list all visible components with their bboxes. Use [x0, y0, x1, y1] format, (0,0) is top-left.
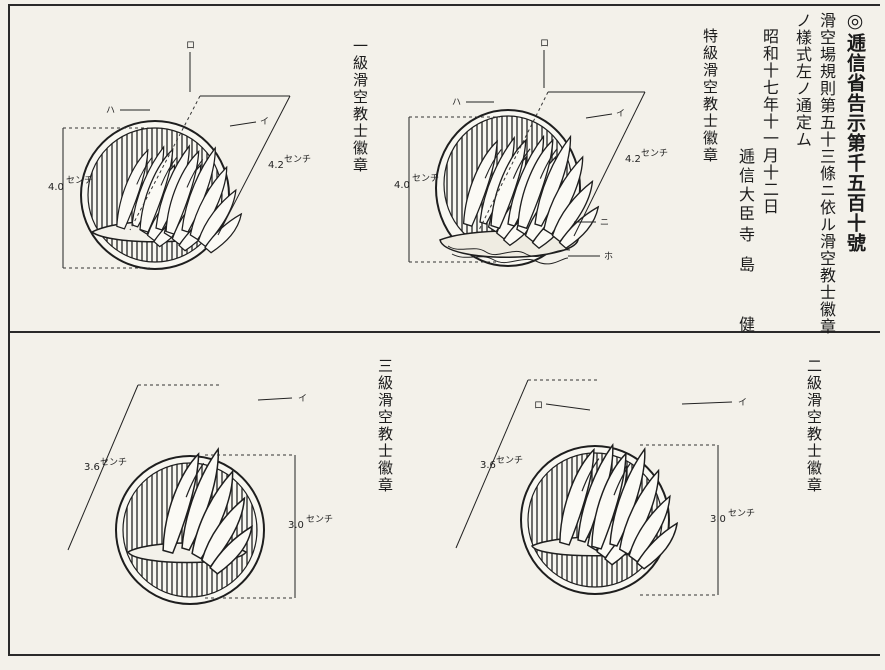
second-grade-badge	[520, 436, 696, 595]
special-width-unit: センチ	[641, 148, 668, 159]
top-border	[8, 4, 880, 6]
middle-divider	[8, 331, 880, 333]
second-width-dim: 3.6	[480, 460, 496, 471]
special-mark-ho: ホ	[604, 251, 613, 262]
notice-line-2: ノ樣式左ノ通定ム	[793, 12, 812, 148]
label-third-badge: 三級滑空教士徽章	[376, 358, 394, 494]
special-grade-badge	[435, 109, 618, 267]
first-grade-badge	[80, 120, 260, 270]
second-height-dim: 3.0	[710, 514, 726, 525]
third-grade-badge	[115, 440, 271, 605]
second-mark-ro: ロ	[534, 401, 543, 411]
first-mark-ro: ロ	[186, 41, 195, 51]
first-width-dim: 4.2	[268, 160, 284, 171]
second-mark-i: イ	[738, 398, 747, 408]
third-height-unit: センチ	[306, 514, 333, 525]
third-mark-i: イ	[298, 394, 307, 404]
notice-date: 昭和十七年十一月十二日	[760, 28, 779, 215]
third-height-dim: 3.0	[288, 520, 304, 531]
special-height-dim: 4.0	[394, 180, 410, 191]
notice-title: ◎逓信省告示第千五百十號	[844, 10, 866, 253]
label-special-badge: 特級滑空教士徽章	[701, 28, 719, 164]
third-grade-dimensions: 3.6 センチ 3.0 センチ イ	[67, 384, 333, 599]
special-mark-ro: ロ	[540, 39, 549, 49]
special-grade-dimensions: 4.0 センチ 4.2 センチ ロ イ ハ ニ ホ	[394, 39, 668, 263]
special-mark-ni: ニ	[600, 218, 609, 228]
first-mark-ha: ハ	[106, 106, 115, 116]
special-width-dim: 4.2	[625, 154, 641, 165]
left-border	[8, 4, 10, 656]
special-height-unit: センチ	[412, 173, 439, 184]
second-height-unit: センチ	[728, 508, 755, 519]
special-mark-i: イ	[616, 109, 625, 119]
label-second-badge: 二級滑空教士徽章	[805, 358, 823, 494]
first-mark-i: イ	[260, 117, 269, 127]
bottom-border	[8, 654, 880, 656]
third-width-dim: 3.6	[84, 462, 100, 473]
second-width-unit: センチ	[496, 455, 523, 466]
third-width-unit: センチ	[100, 457, 127, 468]
first-height-unit: センチ	[66, 175, 93, 186]
notice-line-1: 滑空場規則第五十三條ニ依ル滑空教士徽章	[817, 12, 836, 335]
minister-name: 寺島 健	[736, 226, 755, 346]
minister-title: 逓信大臣	[736, 148, 755, 224]
label-first-badge: 一級滑空教士徽章	[351, 38, 369, 174]
first-grade-dimensions: 4.0 センチ 4.2 センチ ロ イ ハ	[48, 41, 311, 269]
first-height-dim: 4.0	[48, 182, 64, 193]
special-mark-ha: ハ	[452, 98, 461, 108]
first-width-unit: センチ	[284, 154, 311, 165]
second-grade-dimensions: 3.6 センチ 3.0 センチ ロ イ	[455, 379, 755, 596]
